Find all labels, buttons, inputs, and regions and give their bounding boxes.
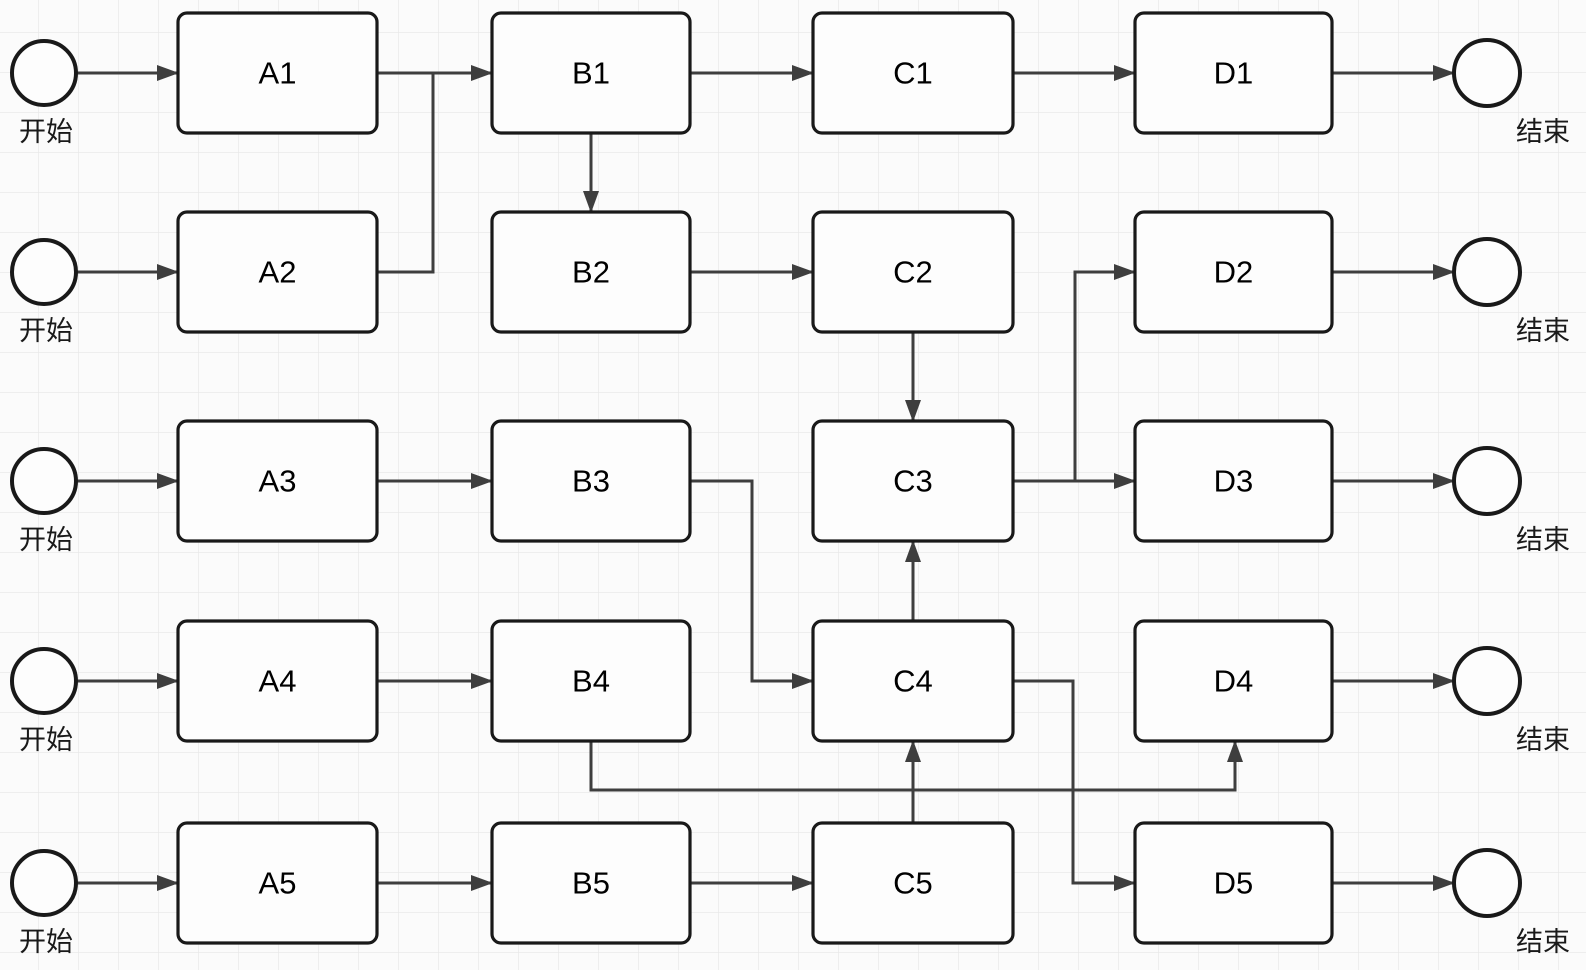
end-event-label-end-2: 结束: [1516, 316, 1570, 346]
edge-B3-C4[interactable]: [690, 479, 814, 689]
task-node-C1[interactable]: [811, 11, 1015, 135]
task-label-A4: A4: [259, 664, 297, 699]
task-label-D4: D4: [1214, 664, 1254, 699]
task-node-B5[interactable]: [490, 821, 692, 945]
start-event-label-start-4: 开始: [19, 725, 73, 755]
task-label-B5: B5: [572, 866, 610, 901]
end-event-label-end-4: 结束: [1516, 725, 1570, 755]
task-label-B1: B1: [572, 56, 610, 91]
task-label-C4: C4: [893, 664, 933, 699]
task-node-C3[interactable]: [811, 419, 1015, 543]
end-event-label-end-3: 结束: [1516, 525, 1570, 555]
task-label-A1: A1: [259, 56, 297, 91]
start-event-circle-start-3[interactable]: [10, 447, 78, 515]
task-node-A4[interactable]: [176, 619, 379, 743]
start-event-circle-start-2[interactable]: [10, 238, 78, 306]
task-label-C2: C2: [893, 255, 933, 290]
end-event-circle-end-2[interactable]: [1452, 237, 1522, 307]
task-node-A1[interactable]: [176, 11, 379, 135]
end-event-circle-end-5[interactable]: [1452, 848, 1522, 918]
task-node-A5[interactable]: [176, 821, 379, 945]
task-node-B4[interactable]: [490, 619, 692, 743]
task-label-D5: D5: [1214, 866, 1254, 901]
task-node-B2[interactable]: [490, 210, 692, 334]
task-node-D1[interactable]: [1133, 11, 1334, 135]
task-label-A2: A2: [259, 255, 297, 290]
task-label-A5: A5: [259, 866, 297, 901]
edge-C4-D5[interactable]: [1013, 679, 1136, 891]
task-label-B2: B2: [572, 255, 610, 290]
end-event-label-end-1: 结束: [1516, 117, 1570, 147]
start-event-circle-start-5[interactable]: [10, 849, 78, 917]
end-event-circle-end-3[interactable]: [1452, 446, 1522, 516]
edge-C3-D2[interactable]: [1073, 264, 1136, 481]
start-event-label-start-5: 开始: [19, 927, 73, 957]
task-node-C4[interactable]: [811, 619, 1015, 743]
start-event-label-start-3: 开始: [19, 525, 73, 555]
start-event-circle-start-1[interactable]: [10, 39, 78, 107]
task-node-D5[interactable]: [1133, 821, 1334, 945]
task-node-A2[interactable]: [176, 210, 379, 334]
start-event-label-start-2: 开始: [19, 316, 73, 346]
end-event-circle-end-1[interactable]: [1452, 38, 1522, 108]
task-label-A3: A3: [259, 464, 297, 499]
task-label-C1: C1: [893, 56, 933, 91]
edge-A2-B1[interactable]: [377, 73, 435, 274]
end-event-label-end-5: 结束: [1516, 927, 1570, 957]
task-node-A3[interactable]: [176, 419, 379, 543]
task-node-B3[interactable]: [490, 419, 692, 543]
task-label-C5: C5: [893, 866, 933, 901]
end-event-circle-end-4[interactable]: [1452, 646, 1522, 716]
task-node-D3[interactable]: [1133, 419, 1334, 543]
task-node-D4[interactable]: [1133, 619, 1334, 743]
task-label-D2: D2: [1214, 255, 1254, 290]
task-node-C2[interactable]: [811, 210, 1015, 334]
task-node-C5[interactable]: [811, 821, 1015, 945]
start-event-circle-start-4[interactable]: [10, 647, 78, 715]
task-label-B4: B4: [572, 664, 610, 699]
task-label-D3: D3: [1214, 464, 1254, 499]
start-event-label-start-1: 开始: [19, 117, 73, 147]
task-label-B3: B3: [572, 464, 610, 499]
task-node-B1[interactable]: [490, 11, 692, 135]
task-label-D1: D1: [1214, 56, 1254, 91]
task-label-C3: C3: [893, 464, 933, 499]
task-node-D2[interactable]: [1133, 210, 1334, 334]
